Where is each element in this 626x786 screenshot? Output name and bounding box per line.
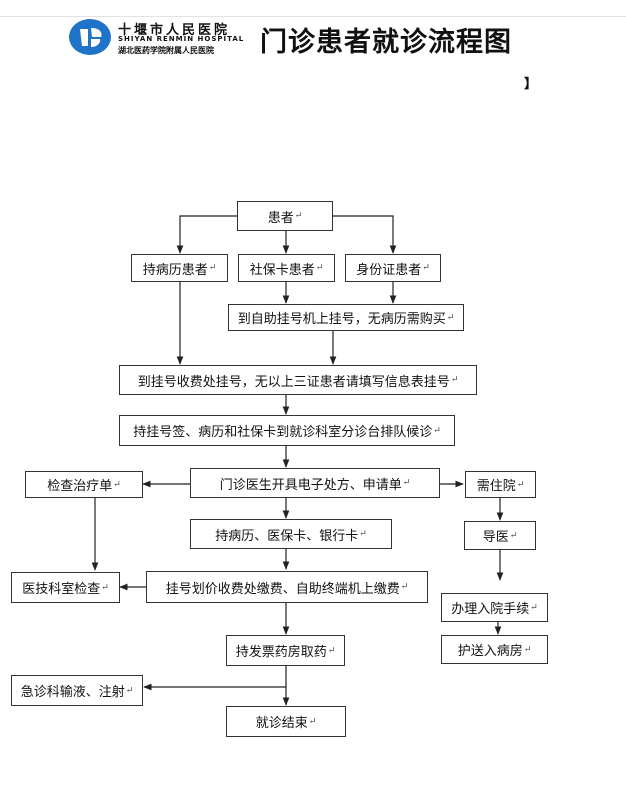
node-emergency-infusion: 急诊科输液、注射↵ [11,675,143,706]
node-pharmacy: 持发票药房取药↵ [226,635,345,666]
return-mark: ↵ [422,263,430,273]
node-label: 办理入院手续 [451,602,530,617]
return-mark: ↵ [359,529,367,539]
return-mark: ↵ [315,263,324,273]
node-escort-ward: 护送入病房↵ [441,635,548,664]
hospital-name-en: SHIYAN RENMIN HOSPITAL [118,35,245,43]
return-mark: ↵ [101,582,109,593]
return-mark: ↵ [113,479,121,490]
return-mark: ↵ [450,375,459,385]
node-label: 持挂号签、病历和社保卡到就诊科室分诊台排队候诊 [133,425,433,440]
return-mark: ↵ [523,644,532,655]
node-medtech-exam: 医技科室检查↵ [11,572,120,603]
return-mark: ↵ [400,582,409,592]
node-needs-admission: 需住院↵ [465,471,536,498]
node-label: 持发票药房取药 [235,645,327,660]
node-payment: 挂号划价收费处缴费、自助终端机上缴费↵ [146,571,428,603]
node-label: 身份证患者 [356,262,422,278]
node-label: 到自助挂号机上挂号，无病历需购买 [237,312,446,327]
return-mark: ↵ [208,263,217,273]
return-mark: ↵ [433,425,441,436]
node-label: 挂号划价收费处缴费、自助终端机上缴费 [165,581,400,597]
return-mark: ↵ [402,478,411,488]
node-patient: 患者↵ [237,201,333,231]
node-visit-end: 就诊结束↵ [226,706,346,737]
node-label: 检查治疗单 [47,479,113,494]
return-mark: ↵ [530,602,538,613]
node-label: 需住院 [476,479,516,494]
node-label: 门诊医生开具电子处方、申请单 [219,477,402,493]
node-label: 医技科室检查 [22,582,101,597]
return-mark: ↵ [125,685,134,696]
hospital-affiliation: 湖北医药学院附属人民医院 [118,46,214,55]
node-triage-queue: 持挂号签、病历和社保卡到就诊科室分诊台排队候诊↵ [119,415,455,446]
node-label: 持病历、医保卡、银行卡 [215,528,359,544]
node-self-service-register: 到自助挂号机上挂号，无病历需购买↵ [228,304,464,331]
node-label: 持病历患者 [142,262,208,278]
node-bring-cards: 持病历、医保卡、银行卡↵ [190,519,392,549]
node-doctor-prescription: 门诊医生开具电子处方、申请单↵ [190,468,440,498]
node-guide-doctor: 导医↵ [464,521,536,550]
node-label: 到挂号收费处挂号，无以上三证患者请填写信息表挂号 [137,374,450,390]
node-label: 护送入病房 [457,644,523,659]
node-register-counter: 到挂号收费处挂号，无以上三证患者请填写信息表挂号↵ [119,365,477,395]
node-social-card-holder: 社保卡患者↵ [238,254,335,282]
node-label: 导医 [482,530,509,545]
return-mark: ↵ [294,211,303,221]
corner-mark: 】 [524,77,538,92]
hospital-name-cn: 十堰市人民医院 [118,23,231,38]
node-exam-treatment-form: 检查治疗单↵ [25,471,143,498]
hospital-logo-icon [69,19,111,55]
return-mark: ↵ [308,716,317,727]
return-mark: ↵ [509,530,518,541]
node-id-card-holder: 身份证患者↵ [345,254,441,282]
node-medical-record-holder: 持病历患者↵ [131,254,228,282]
return-mark: ↵ [446,312,455,323]
node-label: 急诊科输液、注射 [20,685,125,700]
page-title: 门诊患者就诊流程图 [260,27,512,58]
return-mark: ↵ [327,645,336,656]
node-admission-procedure: 办理入院手续↵ [441,593,548,622]
node-label: 就诊结束 [255,716,308,731]
node-label: 患者 [267,210,294,226]
return-mark: ↵ [516,479,525,490]
top-divider [0,16,626,17]
node-label: 社保卡患者 [249,262,315,278]
